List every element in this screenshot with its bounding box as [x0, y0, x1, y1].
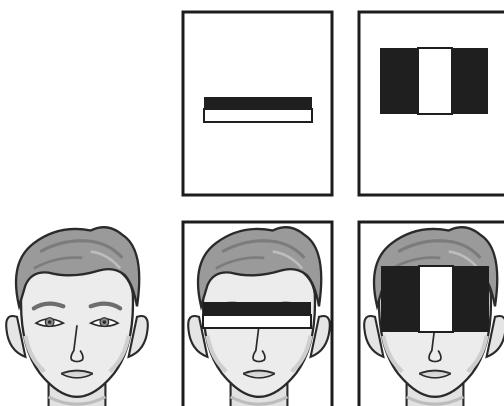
edge-feature-panel	[183, 12, 332, 195]
line-feature-left-dark-region	[381, 266, 419, 332]
edge-feature-dark-region	[204, 97, 312, 109]
face-edge-panel	[183, 222, 332, 406]
line-feature-right-dark-region	[452, 48, 488, 114]
edge-feature-dark-region	[203, 302, 311, 315]
line-feature-panel	[359, 12, 504, 195]
face-line-panel	[359, 222, 504, 406]
face-plain	[6, 227, 148, 406]
line-feature-center-light-region	[418, 48, 452, 114]
line-feature-left-dark-region	[380, 48, 418, 114]
edge-feature-light-region	[204, 109, 312, 122]
line-feature-right-dark-region	[453, 266, 489, 332]
edge-feature-light-region	[203, 315, 311, 328]
line-feature-center-light-region	[419, 266, 453, 332]
